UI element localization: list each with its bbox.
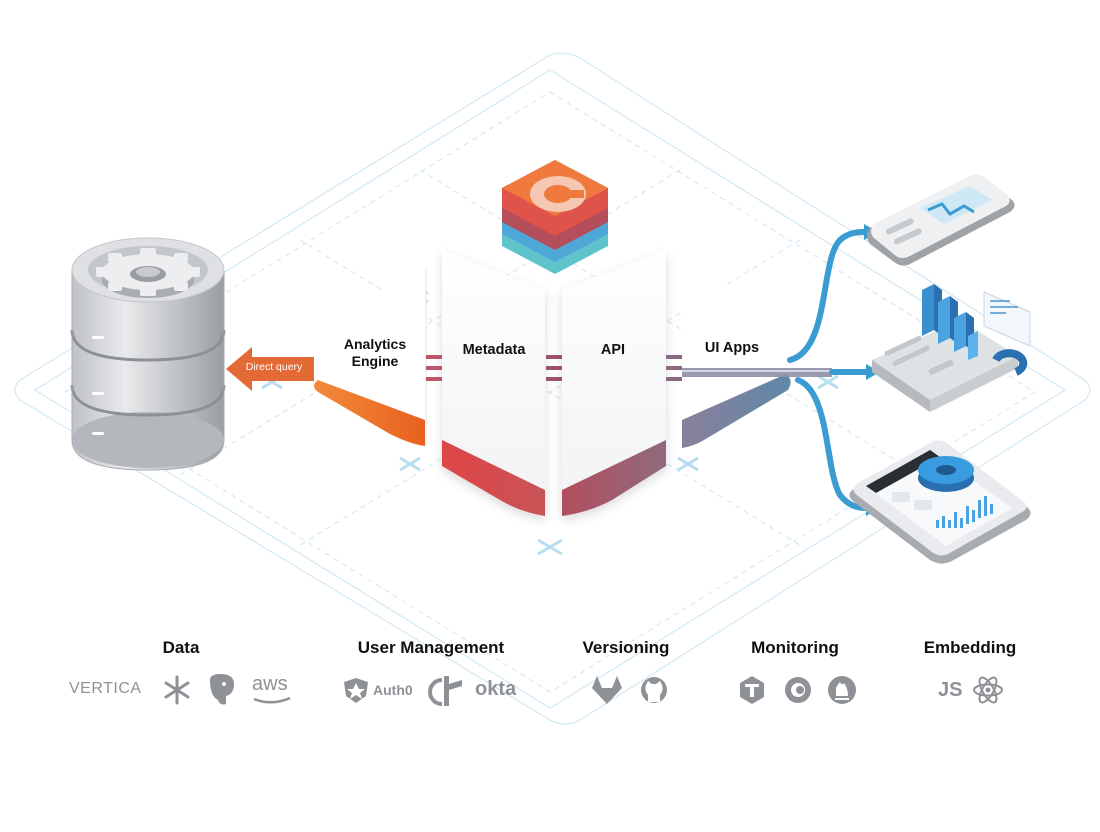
- bar-chart-3d-icon: [922, 284, 978, 360]
- openid-icon: [428, 676, 462, 706]
- mobile-app-icon: [867, 174, 1015, 266]
- analytics-engine-label: Analytics Engine: [343, 336, 407, 369]
- category-user-management: User Management: [357, 638, 505, 657]
- snowflake-icon: [164, 675, 190, 705]
- database-icon: [70, 237, 226, 471]
- ui-apps-block: [682, 268, 794, 448]
- donut-chart-3d-icon: [918, 456, 974, 492]
- category-data: Data: [162, 638, 200, 657]
- aws-logo: aws: [252, 673, 288, 695]
- react-icon: [973, 676, 1003, 704]
- ui-apps-label: UI Apps: [704, 340, 760, 356]
- tablet-app-icon: [849, 440, 1031, 564]
- connectors: [426, 355, 832, 381]
- flow-arrows: [787, 229, 871, 511]
- direct-query-label: Direct query: [245, 361, 303, 373]
- api-label: API: [600, 342, 626, 358]
- platform-grid: [14, 52, 1091, 725]
- dashboard-app-icon: [872, 284, 1031, 412]
- metadata-block: [442, 250, 545, 516]
- aws-smile-icon: [253, 696, 291, 704]
- js-logo: JS: [938, 679, 963, 701]
- category-monitoring: Monitoring: [751, 638, 839, 657]
- postgresql-icon: [210, 674, 234, 705]
- auth0-icon: [344, 678, 368, 703]
- metadata-label: Metadata: [462, 342, 526, 358]
- prometheus-icon: [828, 676, 856, 704]
- gitlab-icon: [592, 676, 622, 704]
- vertica-logo: VERTICA: [69, 680, 142, 697]
- category-versioning: Versioning: [582, 638, 670, 657]
- grafana-icon: [785, 677, 811, 703]
- okta-logo: okta: [475, 678, 517, 700]
- platform-logo-icon: [502, 160, 608, 274]
- gear-icon: [96, 248, 200, 298]
- api-block: [562, 250, 666, 516]
- direct-query-arrow: [226, 347, 314, 391]
- category-embedding: Embedding: [923, 638, 1017, 657]
- tracing-icon: [740, 676, 764, 704]
- auth0-logo: Auth0: [373, 682, 413, 698]
- logo-row: [164, 674, 1003, 706]
- github-icon: [641, 677, 667, 703]
